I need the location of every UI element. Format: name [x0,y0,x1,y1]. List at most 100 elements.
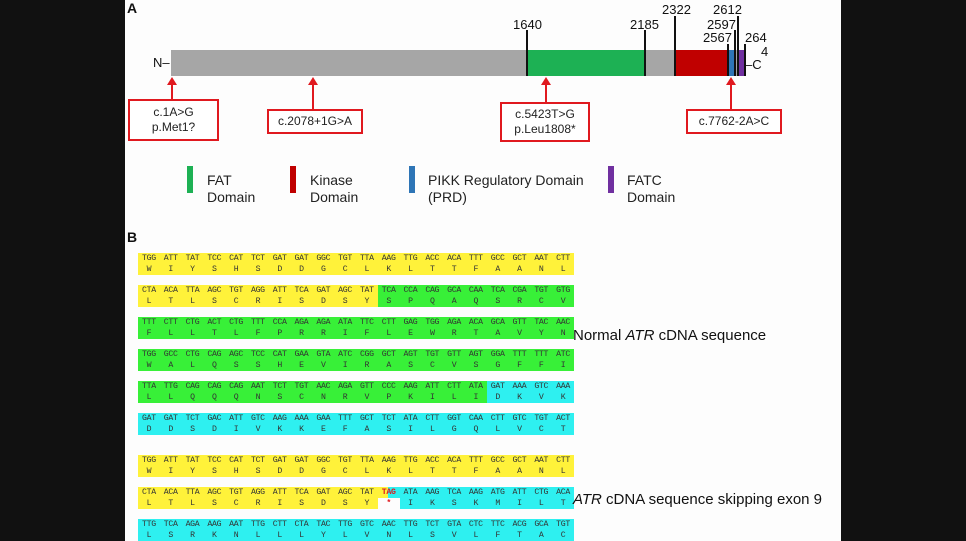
amino-acid: S [203,498,226,509]
amino-acid: D [159,424,182,435]
codon: ATA [464,381,487,392]
amino-acid: L [290,530,313,541]
amino-acid: V [355,530,378,541]
codon: ATT [225,413,247,424]
amino-acid: S [399,360,422,371]
gene-name: ATR [625,327,655,344]
amino-acid: S [246,360,269,371]
codon: TCT [421,519,444,530]
codon: GAT [312,285,335,296]
codon: AGC [334,285,356,296]
arrow-line [312,84,314,110]
codon: GAT [290,455,313,466]
mutation-protein: p.Leu1808* [514,122,576,136]
amino-acid: S [181,424,204,435]
amino-acid: A [159,360,182,371]
label-text: cDNA sequence skipping exon 9 [601,491,823,508]
amino-acid: S [486,296,509,307]
amino-acid: W [138,360,160,371]
codon: GAT [138,413,160,424]
normal-sequence-label: Normal ATR cDNA sequence [573,327,766,344]
codon: TTG [334,519,356,530]
amino-acid: L [225,328,247,339]
amino-acid: R [246,296,269,307]
amino-acid: T [464,328,487,339]
codon: GTC [246,413,269,424]
codon: CTT [552,253,574,264]
codon: TTG [138,519,160,530]
amino-acid: Y [355,498,378,509]
amino-acid: L [464,530,487,541]
amino-acid: L [399,264,422,275]
codon: GCA [486,317,509,328]
amino-acid: R [508,296,531,307]
codon: GAT [312,487,335,498]
amino-acid: E [312,424,335,435]
amino-acid: A [443,296,465,307]
amino-acid: G [312,264,335,275]
amino-acid: D [290,264,313,275]
amino-acid: L [138,392,160,403]
tick-2644 [744,44,746,76]
codon: AGA [181,519,204,530]
amino-acid: V [530,392,553,403]
amino-acid: L [138,296,160,307]
codon: TGT [225,487,247,498]
amino-acid: S [203,466,226,477]
amino-acid: T [421,264,444,275]
amino-acid: L [552,466,574,477]
amino-acid: S [203,296,226,307]
amino-acid: W [138,264,160,275]
amino-acid: V [443,530,465,541]
codon: TGG [138,253,160,264]
amino-acid: A [530,530,553,541]
legend-label-kinase: Kinase Domain [310,172,359,205]
amino-acid: P [399,296,422,307]
amino-acid: K [377,264,400,275]
codon: GTT [508,317,531,328]
amino-acid: N [530,466,553,477]
codon: CTA [138,285,160,296]
codon: GCT [355,413,378,424]
codon: ACA [443,455,465,466]
amino-acid: F [138,328,160,339]
codon: TGT [530,285,553,296]
label-prefix: Normal [573,327,626,344]
tick-label-2612: 2612 [713,2,742,17]
amino-acid: A [508,264,531,275]
codon: CTT [159,317,182,328]
codon: AAG [399,381,422,392]
amino-acid: L [399,530,422,541]
amino-acid: S [246,466,269,477]
amino-acid: T [159,296,182,307]
codon: ATA [399,487,422,498]
amino-acid: S [246,264,269,275]
codon: TGG [421,317,444,328]
amino-acid: M [486,498,509,509]
amino-acid: Y [181,264,204,275]
amino-acid: R [312,328,335,339]
amino-acid: N [377,530,400,541]
amino-acid: C [225,498,247,509]
codon: GTG [552,285,574,296]
codon: CTT [486,413,509,424]
codon: GGT [443,413,465,424]
mutation-cdna: c.1A>G [153,105,194,119]
codon: AAT [530,455,553,466]
codon: ATG [486,487,509,498]
amino-acid: L [355,264,378,275]
codon: GGC [312,253,335,264]
amino-acid: T [508,530,531,541]
amino-acid: N [530,264,553,275]
amino-acid: R [290,328,313,339]
amino-acid: G [312,466,335,477]
codon: GCT [508,253,531,264]
amino-acid: F [530,360,553,371]
amino-acid: I [268,498,291,509]
legend-label-fat: FAT Domain [207,172,256,205]
amino-acid: C [290,392,313,403]
amino-acid: I [334,360,356,371]
